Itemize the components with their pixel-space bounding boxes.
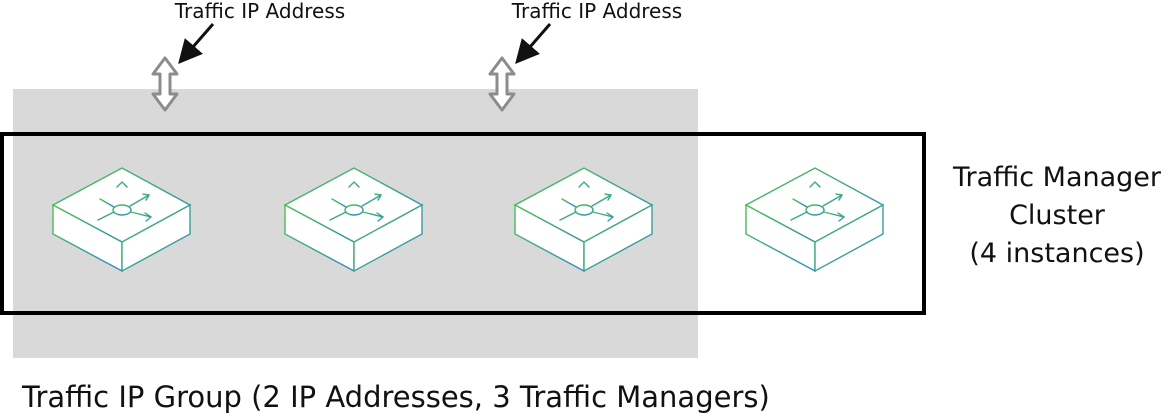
traffic-ip-group-caption: Traffic IP Group (2 IP Addresses, 3 Traf…: [21, 380, 770, 414]
traffic-ip-address-label-1: Traffic IP Address: [174, 0, 345, 23]
traffic-manager-node-4-icon: [745, 167, 884, 272]
pointer-arrow-2-icon: [515, 23, 552, 65]
cluster-label-line-3: (4 instances): [969, 238, 1144, 269]
traffic-ip-address-label-2: Traffic IP Address: [511, 0, 682, 23]
cluster-label-line-2: Cluster: [1009, 200, 1106, 231]
traffic-manager-cluster-box: [0, 132, 926, 315]
pointer-arrow-1-icon: [178, 23, 215, 65]
cluster-label-line-1: Traffic Manager: [952, 162, 1162, 193]
